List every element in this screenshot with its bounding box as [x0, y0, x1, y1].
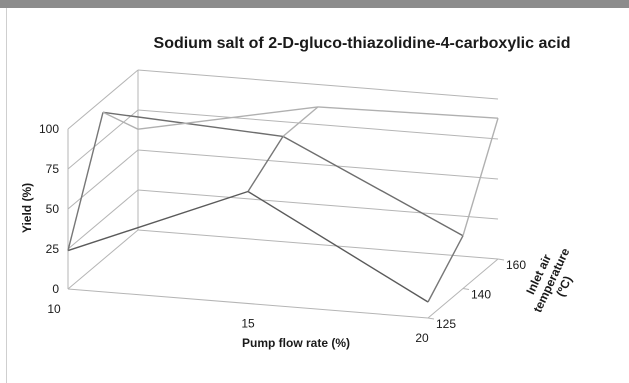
z-tick-label-125: 125: [436, 317, 456, 331]
y-gridline-back-50: [137, 149, 499, 180]
surface-line-x10-seg1: [102, 111, 139, 130]
left-divider: [6, 8, 7, 383]
x-tick-label-15: 15: [241, 317, 255, 331]
y-gridline-side-100: [67, 69, 139, 130]
surface-line-x15-seg1: [282, 106, 319, 137]
z-tick-label-160: 160: [506, 258, 526, 272]
y-gridline-back-25: [137, 189, 499, 220]
z-tick-mark-140: [462, 288, 470, 290]
y-tick-label-50: 50: [46, 202, 60, 216]
surface-line-x15-seg0: [247, 136, 284, 192]
surface-line-t140-seg0: [102, 111, 284, 138]
surface-line-t125-seg1: [247, 190, 429, 303]
y-gridline-back-0: [137, 229, 499, 260]
surface-line-x10-seg0: [67, 112, 104, 251]
y-gridline-back-75: [137, 109, 499, 140]
y-tick-label-75: 75: [46, 162, 60, 176]
chart-labels: Sodium salt of 2-D-gluco-thiazolidine-4-…: [20, 35, 575, 350]
surface-line-t125-seg0: [67, 190, 249, 252]
surface-line-t140-seg1: [282, 135, 464, 237]
surface-line-t160-seg0: [137, 106, 319, 130]
surface-line-t160-seg1: [317, 106, 499, 119]
chart-title: Sodium salt of 2-D-gluco-thiazolidine-4-…: [154, 35, 571, 52]
y-gridline-side-0: [67, 229, 139, 290]
chart-gridlines: [67, 69, 505, 320]
surface-line-x20-seg1: [462, 118, 499, 236]
x-axis-line: [67, 288, 429, 319]
y-gridline-side-25: [67, 189, 139, 250]
z-tick-mark-125: [427, 317, 435, 320]
x-tick-label-10: 10: [47, 302, 61, 316]
chart-surface: [67, 106, 499, 303]
top-divider: [0, 0, 629, 8]
y-tick-label-100: 100: [39, 122, 59, 136]
z-axis-label: Inlet air temperature (ºC): [523, 246, 575, 315]
y-gridline-side-75: [67, 109, 139, 170]
z-tick-label-140: 140: [471, 288, 491, 302]
surface-line-x20-seg0: [427, 235, 464, 303]
y-tick-label-25: 25: [46, 242, 60, 256]
x-tick-label-20: 20: [415, 331, 429, 345]
y-gridline-side-50: [67, 149, 139, 210]
x-axis-label: Pump flow rate (%): [242, 336, 350, 350]
y-tick-label-0: 0: [52, 282, 59, 296]
y-axis-label: Yield (%): [20, 183, 34, 233]
z-tick-mark-160: [497, 258, 505, 261]
y-gridline-back-100: [137, 69, 499, 100]
